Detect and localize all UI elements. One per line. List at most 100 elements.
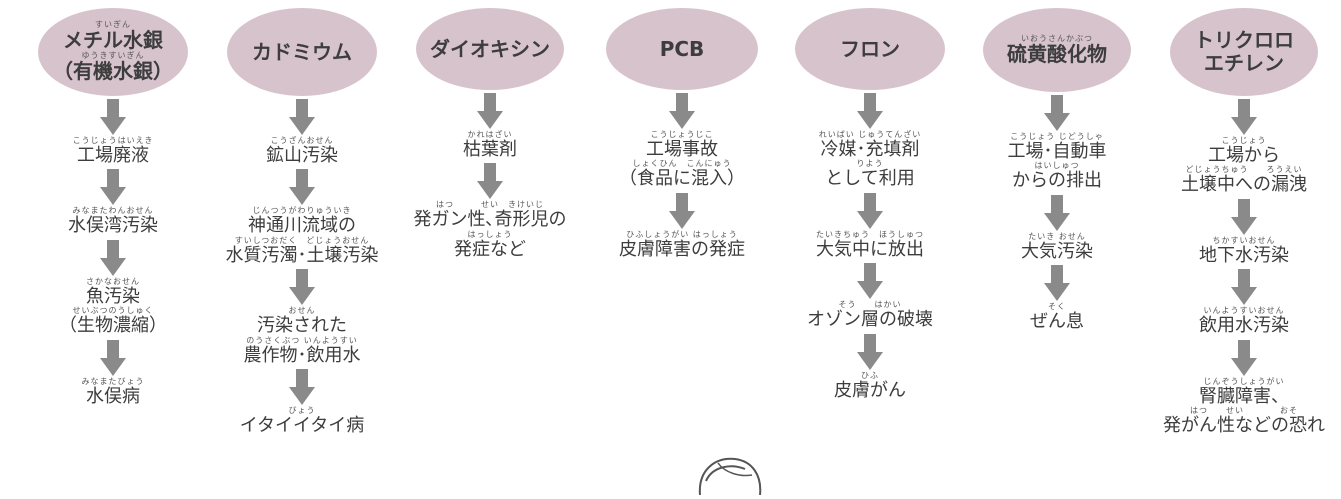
down-arrow-icon (289, 269, 315, 305)
column-mercury: すいぎんメチル水銀ゆうきすいぎん（有機水銀）こうじょうはいえき工場廃液みなまたわ… (13, 0, 213, 407)
flow-step: こうじょうじこ工場事故しょくひん こんにゅう（食品に混入） (619, 130, 745, 190)
flow-step: そくぜん息 (1030, 303, 1084, 332)
substance-bubble: カドミウム (227, 8, 377, 96)
down-arrow-icon (1231, 269, 1257, 305)
step-text: 水俣湾汚染 (68, 215, 158, 237)
substance-title-line2: エチレン (1204, 51, 1284, 75)
step-text: 工場廃液 (76, 144, 149, 166)
flow-step: こうざんおせん鉱山汚染 (266, 136, 338, 166)
step-text: 大気汚染 (1021, 240, 1093, 262)
ruby-reading: こうじょう じどうしゃ (1010, 132, 1104, 141)
column-trichloroethylene: トリクロロエチレンこうじょう工場からどじょうちゅう ろうえい土壌中への漏洩ちかす… (1144, 0, 1341, 437)
character-illustration (690, 455, 770, 499)
ruby-reading: こうざんおせん (270, 136, 334, 145)
down-arrow-icon (289, 169, 315, 205)
ruby-reading: さかなおせん (86, 276, 140, 286)
down-arrow-icon (1231, 99, 1257, 135)
down-arrow-icon (1231, 199, 1257, 235)
flow-step: じんぞうしょうがい腎臓障害、はつ せい おそ発がん性などの恐れ (1163, 376, 1325, 437)
flow-step: こうじょうはいえき工場廃液 (72, 136, 154, 166)
ruby-reading: はつ せい おそ (1190, 406, 1298, 416)
step-text: 水質汚濁･土壌汚染 (225, 244, 379, 266)
down-arrow-icon (477, 93, 503, 129)
flow-step: たいきちゅう ほうしゅつ大気中に放出 (816, 229, 924, 260)
flow-step: はつ せい きけいじ発ガン性､奇形児のはっしょう発症など (414, 201, 567, 260)
step-text: 土壌中への漏洩 (1181, 174, 1307, 196)
ruby-reading: はつ せい きけいじ (436, 200, 544, 210)
substance-title: カドミウム (252, 39, 352, 64)
down-arrow-icon (289, 369, 315, 405)
flow-step: いんようすいおせん飲用水汚染 (1199, 307, 1289, 336)
down-arrow-icon (669, 93, 695, 129)
step-text: イタイイタイ病 (239, 415, 365, 437)
column-freon: フロンれいばい じゅうてんざい冷媒･充填剤りようとして利用たいきちゅう ほうしゅ… (770, 0, 970, 401)
ruby-reading: のうさくぶつ いんようすい (246, 335, 358, 345)
down-arrow-icon (289, 99, 315, 135)
ruby-reading: どじょうちゅう ろうえい (1185, 165, 1303, 175)
substance-bubble: トリクロロエチレン (1170, 8, 1318, 96)
step-text: 発ガン性､奇形児の (413, 209, 567, 231)
flow-step: ちかすいおせん地下水汚染 (1199, 235, 1289, 266)
substance-bubble: いおうさんかぶつ硫黄酸化物 (983, 8, 1131, 92)
flow-step: かれはざい枯葉剤 (463, 130, 517, 160)
down-arrow-icon (100, 340, 126, 376)
ruby-reading: かれはざい (467, 130, 513, 139)
step-text: 皮膚障害の発症 (619, 238, 745, 260)
down-arrow-icon (857, 93, 883, 129)
down-arrow-icon (477, 163, 503, 199)
down-arrow-icon (1231, 340, 1257, 376)
step-text: からの排出 (1012, 170, 1102, 192)
ruby-reading: はいしゅつ (1034, 161, 1080, 171)
substance-title: フロン (840, 36, 900, 61)
title-ruby: すいぎん (95, 20, 131, 29)
step-text: 工場から (1208, 144, 1280, 166)
ruby-reading: そく (1048, 302, 1066, 312)
ruby-reading: たいきちゅう ほうしゅつ (816, 229, 924, 239)
flow-step: じんつうがわりゅういき神通川流域のすいしつおだく どじょうおせん水質汚濁･土壌汚… (226, 207, 379, 266)
down-arrow-icon (1044, 195, 1070, 231)
ruby-reading: ちかすいおせん (1212, 235, 1276, 245)
ruby-reading: ひふしょうがい はっしょう (626, 229, 738, 239)
ruby-reading: いんようすいおせん (1203, 306, 1285, 316)
substance-title: ダイオキシン (430, 36, 550, 61)
step-text: （食品に混入） (619, 168, 745, 190)
flow-step: ひふ皮膚がん (834, 370, 906, 401)
step-text: 農作物･飲用水 (243, 344, 361, 366)
down-arrow-icon (1044, 95, 1070, 131)
flow-step: ひふしょうがい はっしょう皮膚障害の発症 (619, 229, 745, 260)
ruby-reading: みなまたびょう (81, 376, 145, 386)
ruby-reading: こうじょうはいえき (72, 136, 154, 145)
flow-step: みなまたびょう水俣病 (81, 376, 145, 407)
step-text: 発症など (454, 238, 526, 260)
step-text: 腎臓障害、 (1199, 385, 1289, 407)
substance-title: メチル水銀 (63, 28, 163, 52)
substance-bubble: ダイオキシン (416, 8, 564, 90)
flow-step: びょうイタイイタイ病 (240, 407, 365, 436)
flow-step: たいき おせん大気汚染 (1021, 231, 1093, 262)
flow-step: さかなおせん魚汚染せいぶつのうしゅく（生物濃縮） (59, 276, 167, 337)
ruby-reading: じんつうがわりゅういき (252, 206, 352, 216)
step-text: （生物濃縮） (59, 315, 167, 337)
step-text: 鉱山汚染 (266, 144, 338, 166)
step-text: 発がん性などの恐れ (1163, 415, 1325, 437)
step-text: ぜん息 (1030, 311, 1084, 333)
flow-step: そう はかいオゾン層の破壊 (807, 301, 933, 330)
ruby-reading: じんぞうしょうがい (1203, 376, 1285, 386)
step-text: 工場･自動車 (1007, 140, 1107, 162)
step-text: 枯葉剤 (463, 138, 517, 160)
step-text: として利用 (825, 168, 915, 190)
column-sulfur: いおうさんかぶつ硫黄酸化物こうじょう じどうしゃ工場･自動車はいしゅつからの排出… (957, 0, 1157, 333)
step-text: 神通川流域の (248, 215, 356, 237)
down-arrow-icon (669, 193, 695, 229)
ruby-reading: たいき おせん (1028, 231, 1086, 241)
flow-step: れいばい じゅうてんざい冷媒･充填剤りようとして利用 (819, 130, 922, 190)
column-cadmium: カドミウムこうざんおせん鉱山汚染じんつうがわりゅういき神通川流域のすいしつおだく… (202, 0, 402, 437)
ruby-reading: はっしょう (467, 229, 513, 239)
substance-title-line2: （有機水銀） (53, 59, 173, 83)
flow-step: みなまたわんおせん水俣湾汚染 (68, 207, 158, 236)
ruby-reading: ひふ (861, 370, 879, 380)
step-text: 魚汚染 (86, 285, 140, 307)
ruby-reading: おせん (288, 306, 316, 316)
step-text: 地下水汚染 (1199, 244, 1289, 266)
ruby-reading: しょくひん こんにゅう (632, 159, 732, 169)
